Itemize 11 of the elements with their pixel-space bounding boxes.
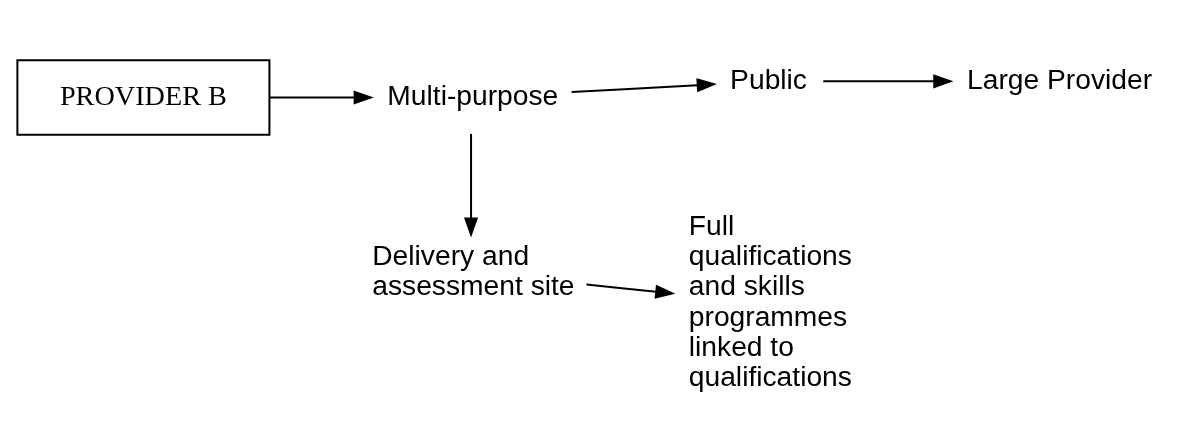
arrow [571, 78, 717, 94]
arrow [463, 133, 479, 238]
node-box: PROVIDER B [16, 59, 271, 136]
node-text: Large Provider [967, 62, 1153, 95]
arrow [586, 283, 676, 299]
node-text: Public [730, 62, 807, 95]
node-text: Multi-purpose [387, 78, 559, 111]
arrow [269, 90, 374, 105]
node-text: Delivery and assessment site [372, 239, 575, 302]
node-text: Full qualifications and skills programmes linked to qualifications [688, 208, 852, 393]
arrow [823, 74, 954, 89]
